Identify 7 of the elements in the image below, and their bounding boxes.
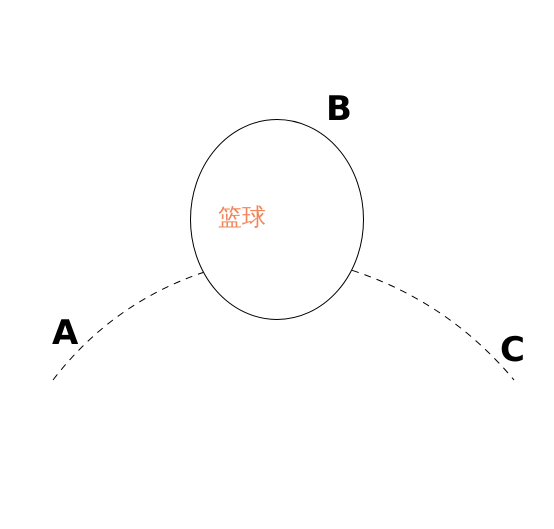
ball-label: 篮球 [218, 203, 266, 231]
point-label: B [326, 92, 352, 126]
point-label: C [500, 333, 525, 367]
ball-circle [190, 119, 364, 320]
trajectory-line [52, 272, 204, 380]
trajectory-line [352, 270, 514, 380]
point-label: A [52, 316, 78, 350]
